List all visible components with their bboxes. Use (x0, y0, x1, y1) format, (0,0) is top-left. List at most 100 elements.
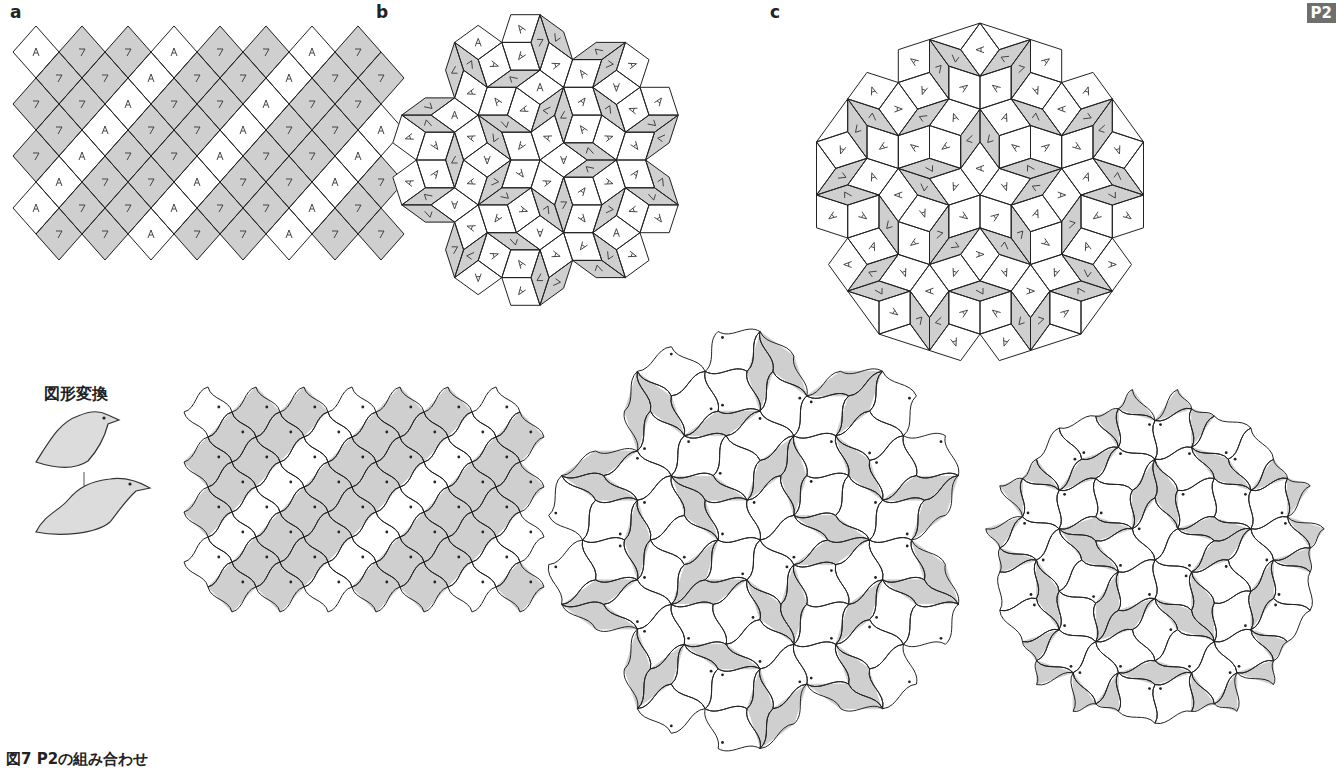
tile-edge (602, 250, 626, 278)
bird-eye (810, 480, 813, 483)
tile-mark (148, 74, 154, 82)
tile-edge (478, 115, 507, 132)
tile-mark (586, 148, 593, 154)
tile-fill (625, 629, 651, 669)
bird-eye (337, 581, 340, 584)
bird-eye (830, 637, 833, 640)
tile-mark (56, 178, 62, 186)
tile-edge (949, 195, 980, 238)
tile-mark (628, 251, 637, 257)
tile-edge (867, 254, 898, 281)
tile-edge (446, 70, 464, 98)
bird-eye (670, 725, 673, 728)
tile-edge (616, 132, 654, 160)
bird-eye (409, 406, 412, 409)
tile-mark (631, 141, 638, 149)
tile-fill (555, 177, 573, 205)
tile-edge (898, 40, 929, 83)
tile-edge (593, 216, 640, 233)
tile-mark (1032, 210, 1038, 219)
tile-edge (1000, 610, 1059, 642)
tile-mark (452, 201, 458, 209)
tile-edge (232, 437, 280, 487)
tile-edge (562, 540, 596, 604)
tile-edge (540, 15, 564, 43)
bird-eye (636, 620, 639, 623)
tile-mark (263, 49, 269, 56)
tile-edge (650, 396, 684, 436)
tile-fill (930, 109, 981, 136)
tile-edge (1062, 109, 1093, 136)
tile-mark (1012, 145, 1020, 152)
tile-mark (976, 165, 984, 171)
tile-edge (151, 130, 197, 182)
tile-edge (1192, 560, 1251, 592)
tile-mark (543, 107, 550, 114)
tile-edge (760, 515, 828, 540)
tile-fill (1155, 459, 1214, 490)
tile-fill (1059, 529, 1082, 591)
tile-edge (999, 238, 1030, 265)
tile-edge (220, 156, 266, 208)
tile-edge (464, 160, 511, 177)
single-birds (36, 412, 150, 535)
tile-edge (817, 168, 848, 195)
tile-edge (835, 436, 869, 476)
tile-fill (1214, 673, 1237, 712)
tile-edge (402, 98, 431, 115)
tile-edge (335, 78, 381, 130)
tile-mark (33, 204, 39, 212)
tile-edge (304, 562, 352, 612)
tile-edge (312, 208, 358, 260)
tile-mark (911, 145, 919, 152)
tile-edge (487, 233, 511, 278)
tile-edge (1155, 673, 1194, 724)
tile-edge (1153, 560, 1192, 610)
tile-edge (961, 228, 980, 281)
tile-edge (516, 188, 540, 233)
tile-edge (82, 52, 128, 104)
tile-edge (464, 143, 511, 160)
tile-edge (220, 208, 266, 260)
tile-mark (171, 204, 177, 212)
tile-edge (930, 40, 949, 73)
bird-eye (830, 440, 833, 443)
bird-eye (1159, 687, 1162, 690)
tile-edge (848, 168, 899, 195)
tile-mark (992, 310, 1000, 317)
tile-edge (930, 168, 981, 195)
tile-edge (1042, 168, 1061, 221)
tile-edge (848, 185, 879, 205)
tile-edge (879, 324, 930, 351)
tile-edge (898, 158, 929, 178)
tile-mark (519, 25, 526, 33)
tile-fill (564, 205, 602, 233)
bird-eye (1169, 628, 1172, 631)
tile-edge (1274, 548, 1312, 572)
tile-fill (848, 291, 879, 334)
tile-fill (1288, 478, 1311, 517)
tile-mark (194, 231, 200, 238)
tile-edge (472, 487, 520, 537)
tile-mark (148, 179, 154, 186)
tile-fill (726, 620, 794, 645)
tile-fill (836, 644, 870, 684)
tile-edge (616, 160, 654, 188)
bird-eye (529, 581, 532, 584)
bird-eye (721, 673, 724, 676)
tile-edge (869, 436, 903, 501)
tile-edge (1096, 642, 1155, 674)
tile-edge (640, 87, 678, 115)
tile-fill (402, 98, 431, 115)
tile-edge (393, 115, 417, 160)
tile-edge (637, 476, 671, 540)
tile-edge (1212, 591, 1251, 642)
tile-edge (507, 87, 531, 132)
bird-eye (241, 581, 244, 584)
tile-mark (378, 75, 384, 82)
tile-mark (561, 111, 567, 118)
tile-mark (629, 108, 638, 114)
tile-edge (1155, 409, 1194, 460)
tile-edge (1214, 642, 1237, 704)
tile-mark (493, 134, 499, 142)
